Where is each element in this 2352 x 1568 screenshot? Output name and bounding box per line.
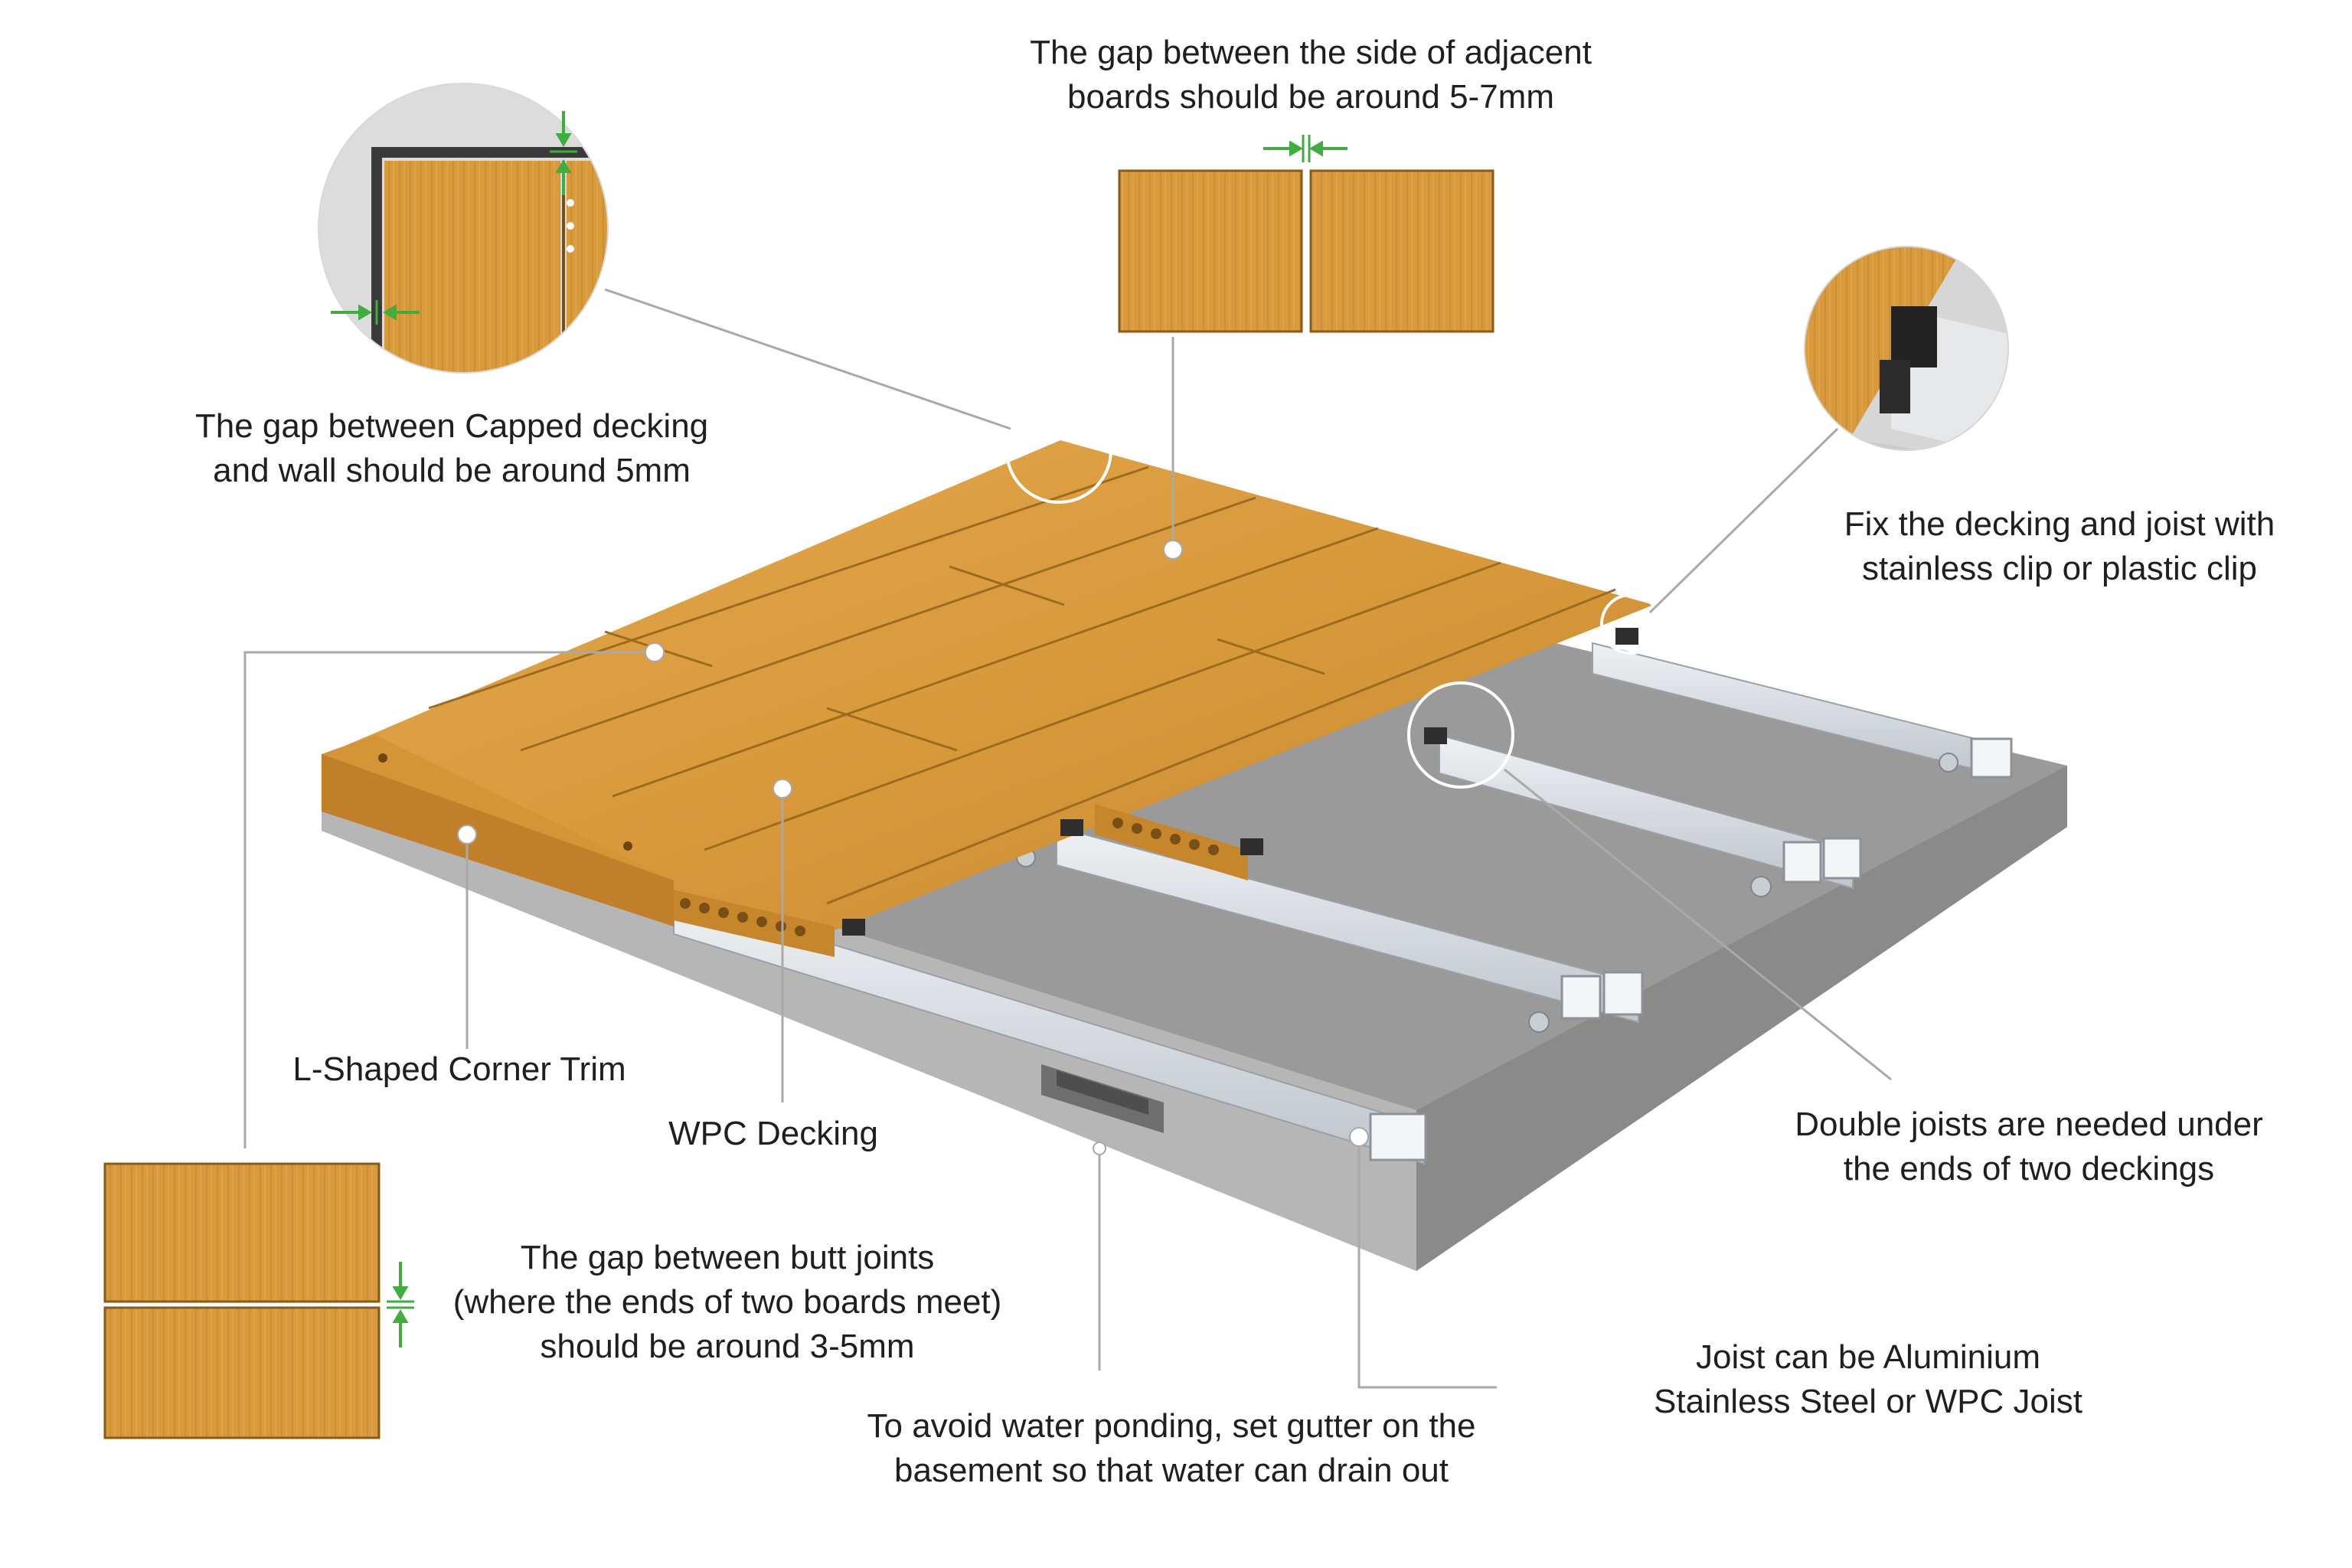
caption-wall-gap: The gap between Capped decking and wall …: [138, 404, 766, 493]
caption-joist-type-line-2: Stainless Steel or WPC Joist: [1654, 1383, 2082, 1420]
caption-wpc-decking-line-1: WPC Decking: [668, 1115, 878, 1152]
caption-wall-gap-line-1: The gap between Capped decking: [194, 407, 709, 445]
caption-gutter-line-1: To avoid water ponding, set gutter on th…: [867, 1407, 1476, 1445]
inset-clip: [1804, 246, 2009, 451]
inset-side-gap: [1118, 135, 1494, 333]
caption-side-gap: The gap between the side of adjacent boa…: [966, 31, 1655, 119]
caption-butt-gap-line-1: The gap between butt joints: [520, 1239, 935, 1276]
caption-corner-trim-line-1: L-Shaped Corner Trim: [292, 1050, 626, 1088]
caption-wpc-decking: WPC Decking: [605, 1112, 942, 1156]
inset-wall-gap: [318, 83, 609, 374]
caption-clip-line-1: Fix the decking and joist with: [1844, 505, 2275, 543]
gutter-notch: [1041, 1064, 1164, 1133]
caption-gutter-line-2: basement so that water can drain out: [894, 1452, 1449, 1489]
caption-double-joist: Double joists are needed under the ends …: [1753, 1102, 2305, 1191]
caption-double-joist-line-1: Double joists are needed under: [1795, 1106, 2263, 1143]
caption-butt-gap-line-2: (where the ends of two boards meet): [452, 1283, 1002, 1321]
caption-clip-line-2: stainless clip or plastic clip: [1862, 550, 2257, 587]
corner-trim: [322, 735, 674, 926]
inset-butt-gap: [103, 1162, 414, 1439]
caption-gutter: To avoid water ponding, set gutter on th…: [819, 1404, 1524, 1493]
caption-joist-type-line-1: Joist can be Aluminium: [1696, 1338, 2040, 1376]
caption-side-gap-line-1: The gap between the side of adjacent: [1030, 34, 1592, 71]
caption-clip: Fix the decking and joist with stainless…: [1784, 502, 2335, 591]
caption-double-joist-line-2: the ends of two deckings: [1843, 1150, 2215, 1187]
leader-lines: [243, 288, 1892, 1389]
caption-butt-gap: The gap between butt joints (where the e…: [398, 1236, 1057, 1369]
caption-butt-gap-line-3: should be around 3-5mm: [540, 1328, 915, 1365]
joists: [673, 642, 2013, 1165]
caption-wall-gap-line-2: and wall should be around 5mm: [213, 452, 691, 489]
caption-corner-trim: L-Shaped Corner Trim: [260, 1047, 658, 1092]
caption-side-gap-line-2: boards should be around 5-7mm: [1067, 78, 1554, 116]
caption-joist-type: Joist can be Aluminium Stainless Steel o…: [1592, 1335, 2144, 1424]
